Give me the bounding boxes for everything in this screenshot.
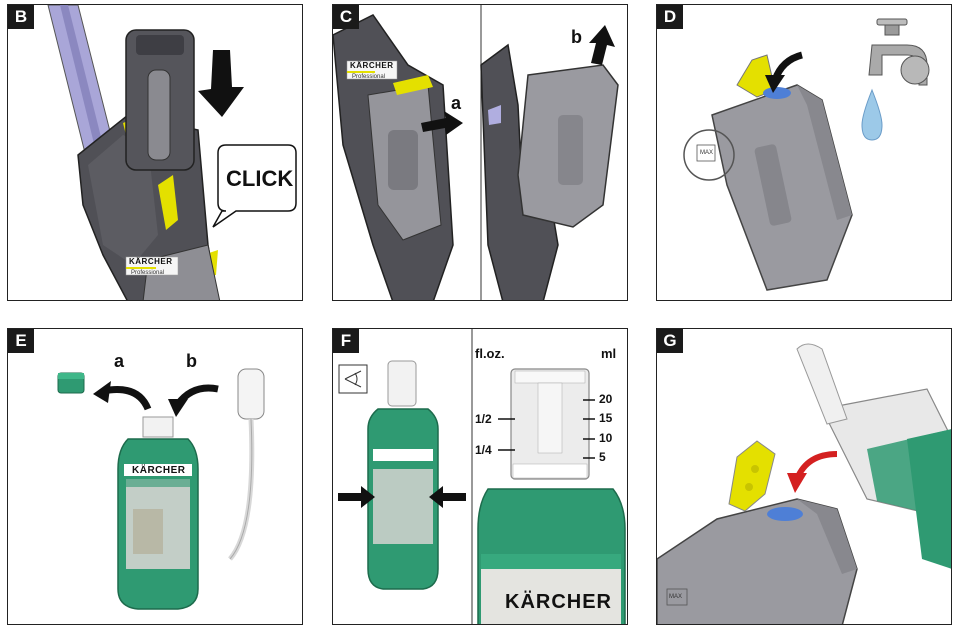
panel-e: E a b KÄRCHER — [7, 328, 303, 625]
brand-label-c: KÄRCHER — [350, 61, 394, 70]
panel-letter-b: B — [8, 5, 34, 29]
illustration-c — [333, 5, 619, 300]
panel-letter-g: G — [657, 329, 683, 353]
label-a-e: a — [114, 351, 125, 371]
label-b-e: b — [186, 351, 197, 371]
illustration-d — [683, 18, 930, 291]
unit-ml: ml — [601, 346, 617, 361]
max-label-d: MAX — [700, 150, 714, 156]
ml-mark-20: 20 — [599, 392, 613, 406]
illustration-b — [47, 5, 297, 300]
brand-sub-c: Professional — [352, 74, 386, 80]
brand-sub-b: Professional — [131, 270, 165, 276]
panel-d: D MAX — [656, 4, 952, 301]
illustration-e — [57, 368, 265, 610]
label-a-c: a — [451, 93, 462, 113]
floz-mark-quarter: 1/4 — [475, 443, 492, 457]
panel-letter-d: D — [657, 5, 683, 29]
panel-letter-c: C — [333, 5, 359, 29]
panel-f: F fl.oz. ml 1/2 1/4 20 15 10 — [332, 328, 628, 625]
illustration-f — [338, 329, 626, 624]
ml-mark-10: 10 — [599, 431, 613, 445]
brand-label-b: KÄRCHER — [129, 257, 173, 266]
illustration-g — [657, 343, 951, 624]
ml-mark-5: 5 — [599, 450, 606, 464]
max-label-g: MAX — [669, 594, 683, 600]
floz-mark-half: 1/2 — [475, 412, 492, 426]
panel-c: C KÄRCHER Professional a b — [332, 4, 628, 301]
panel-letter-e: E — [8, 329, 34, 353]
panel-g: G MAX — [656, 328, 952, 625]
panel-b: B CLICK KÄRCHER Professional — [7, 4, 303, 301]
label-b-c: b — [571, 27, 582, 47]
click-label: CLICK — [226, 166, 294, 191]
ml-mark-15: 15 — [599, 411, 613, 425]
panel-letter-f: F — [333, 329, 359, 353]
unit-floz: fl.oz. — [475, 346, 505, 361]
brand-label-e: KÄRCHER — [132, 465, 186, 476]
brand-label-f: KÄRCHER — [505, 591, 612, 613]
